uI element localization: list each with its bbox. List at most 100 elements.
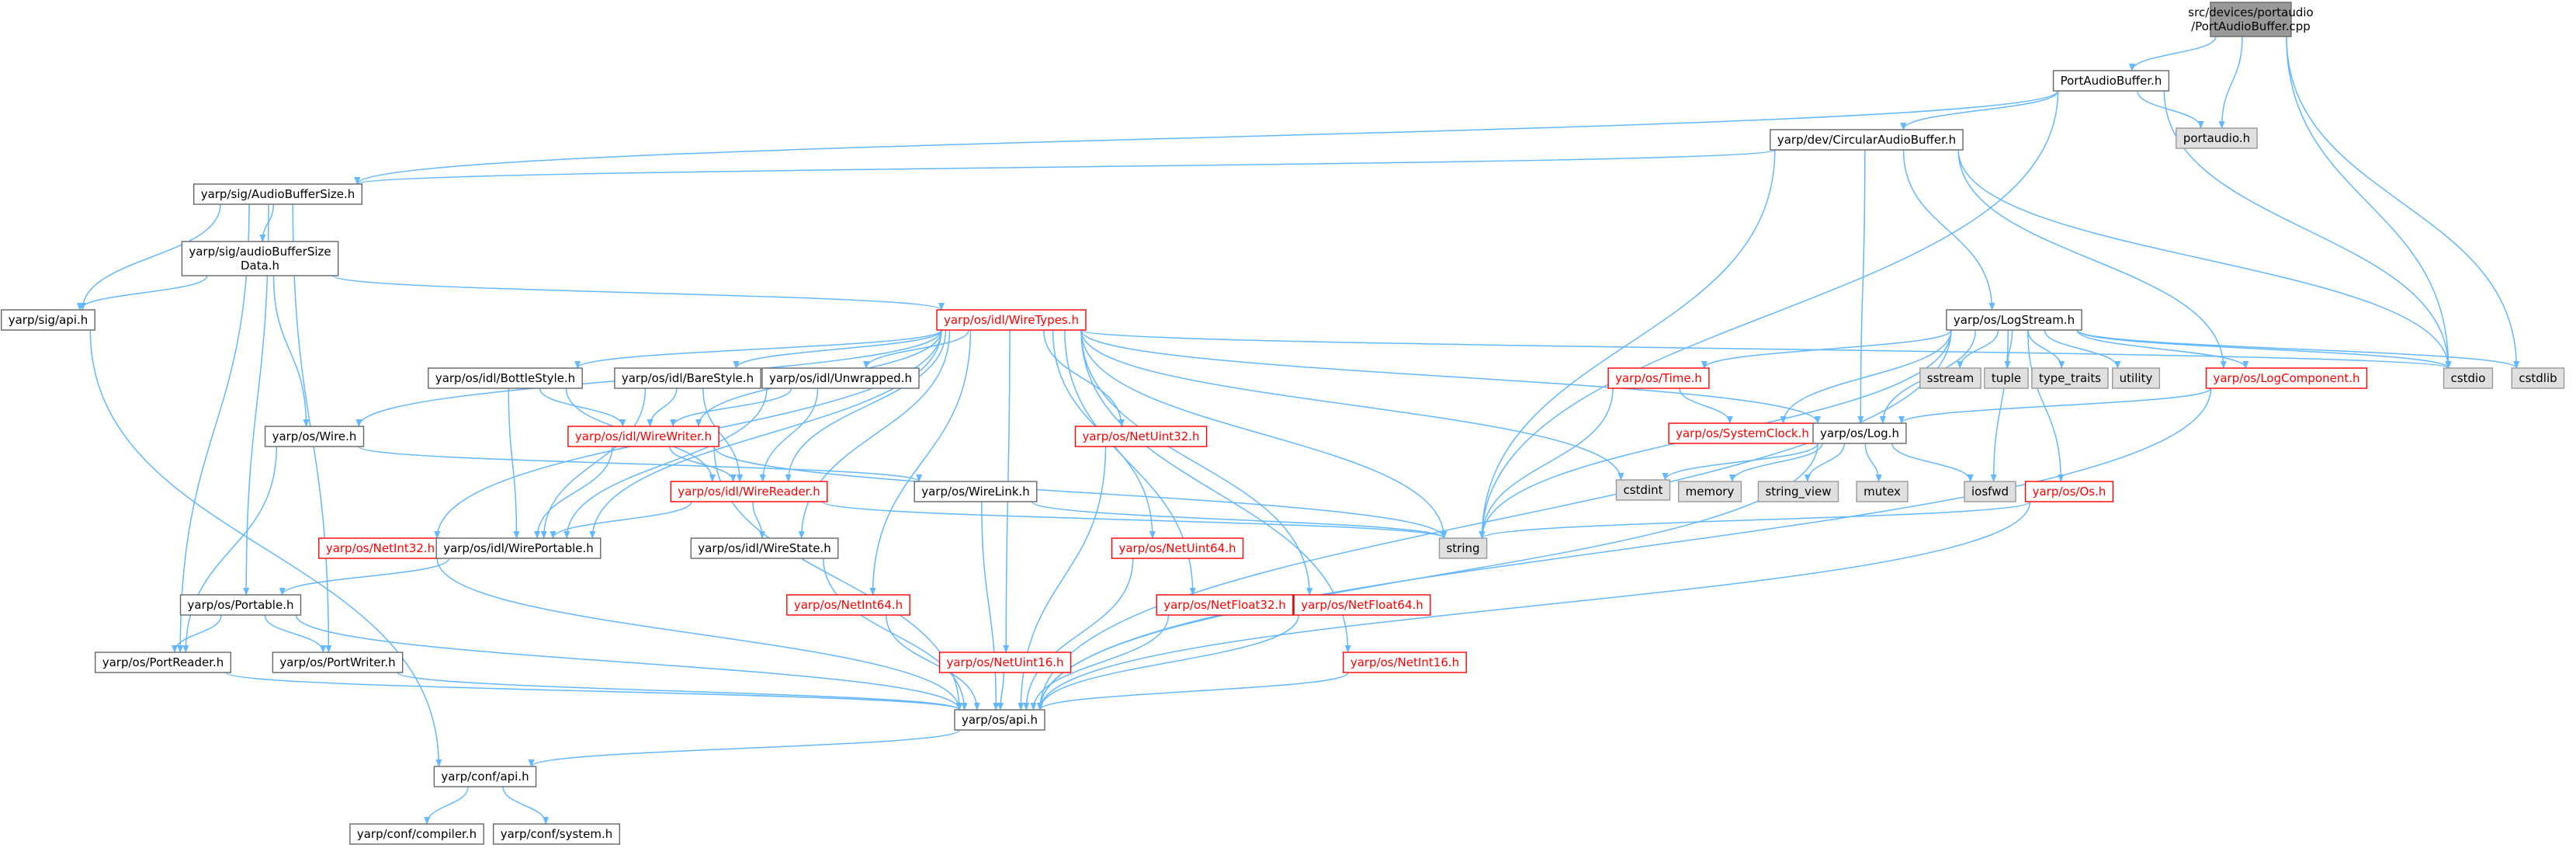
node-box	[1946, 309, 2082, 331]
node-wirereader[interactable]: yarp/os/idl/WireReader.h	[670, 481, 828, 502]
node-box	[264, 426, 365, 447]
node-absize[interactable]: yarp/sig/AudioBufferSize.h	[192, 183, 363, 205]
node-label: yarp/os/Os.h	[2033, 485, 2106, 499]
node-pab[interactable]: PortAudioBuffer.h	[2052, 70, 2170, 92]
node-label: sstream	[1927, 371, 1974, 385]
node-portwriter[interactable]: yarp/os/PortWriter.h	[272, 652, 404, 673]
node-netuint64[interactable]: yarp/os/NetUint64.h	[1111, 537, 1244, 559]
node-sstream[interactable]: sstream	[1919, 367, 1981, 389]
edges-layer	[76, 36, 2520, 825]
node-box	[1770, 129, 1964, 151]
node-compiler[interactable]: yarp/conf/compiler.h	[349, 823, 484, 845]
node-portreader[interactable]: yarp/os/PortReader.h	[94, 652, 232, 673]
node-wirelink[interactable]: yarp/os/WireLink.h	[914, 481, 1038, 502]
node-cstdio[interactable]: cstdio	[2443, 367, 2494, 389]
node-string[interactable]: string	[1438, 537, 1488, 559]
node-label: yarp/os/Wire.h	[272, 429, 357, 443]
node-cstdlib[interactable]: cstdlib	[2511, 367, 2565, 389]
node-box	[1607, 367, 1710, 389]
node-portaudio[interactable]: portaudio.h	[2176, 127, 2258, 149]
node-unwrapped[interactable]: yarp/os/idl/Unwrapped.h	[761, 367, 920, 389]
node-netfloat32[interactable]: yarp/os/NetFloat32.h	[1156, 594, 1294, 616]
node-wireportable[interactable]: yarp/os/idl/WirePortable.h	[435, 537, 602, 559]
edge-circ-to-log	[1857, 149, 1866, 424]
edge-wire-to-portreader	[182, 446, 278, 653]
node-utility[interactable]: utility	[2111, 367, 2161, 389]
node-time[interactable]: yarp/os/Time.h	[1607, 367, 1710, 389]
node-confapi[interactable]: yarp/conf/api.h	[433, 766, 537, 787]
node-box	[670, 481, 828, 502]
node-iosfwd[interactable]: iosfwd	[1964, 481, 2016, 502]
edge-unwrapped-to-wireportable	[563, 388, 768, 539]
node-netint32[interactable]: yarp/os/NetInt32.h	[318, 537, 442, 559]
edge-portable-to-osapi	[295, 614, 962, 711]
node-circ[interactable]: yarp/dev/CircularAudioBuffer.h	[1770, 129, 1964, 151]
edge-netint16-to-osapi	[1037, 672, 1349, 711]
edge-netuint16-to-osapi	[997, 672, 1005, 711]
edge-netfloat64-to-osapi	[1037, 614, 1299, 711]
node-label: Data.h	[241, 259, 279, 273]
node-box	[938, 652, 1072, 673]
node-box	[272, 652, 404, 673]
node-box	[1757, 481, 1839, 502]
node-portable[interactable]: yarp/os/Portable.h	[179, 594, 302, 616]
node-tuple[interactable]: tuple	[1984, 367, 2029, 389]
node-netint16[interactable]: yarp/os/NetInt16.h	[1343, 652, 1467, 673]
node-box	[2210, 2, 2292, 37]
node-label: yarp/os/idl/WireWriter.h	[575, 429, 712, 443]
node-label: utility	[2120, 371, 2153, 385]
edge-circ-to-logcomp	[1957, 149, 2227, 369]
node-box	[2052, 70, 2170, 92]
node-box	[2205, 367, 2368, 389]
edge-root-to-portaudio	[2218, 36, 2243, 129]
node-label: yarp/os/Time.h	[1615, 371, 1702, 385]
node-wirestate[interactable]: yarp/os/idl/WireState.h	[690, 537, 839, 559]
node-wiretypes[interactable]: yarp/os/idl/WireTypes.h	[936, 309, 1087, 331]
edge-log-to-cstdint	[1662, 443, 1818, 481]
edge-pab-to-absize	[354, 90, 2059, 185]
node-label: iosfwd	[1971, 485, 2009, 499]
node-bottlestyle[interactable]: yarp/os/idl/BottleStyle.h	[428, 367, 583, 389]
node-type-traits[interactable]: type_traits	[2031, 367, 2109, 389]
node-label: yarp/sig/audioBufferSize	[189, 245, 331, 259]
node-string-view[interactable]: string_view	[1757, 481, 1839, 502]
node-box	[614, 367, 761, 389]
node-os[interactable]: yarp/os/Os.h	[2024, 481, 2114, 502]
node-sysclock[interactable]: yarp/os/SystemClock.h	[1668, 422, 1817, 444]
node-netuint32[interactable]: yarp/os/NetUint32.h	[1074, 426, 1208, 447]
node-label: yarp/os/idl/WireTypes.h	[944, 313, 1079, 327]
node-box	[690, 537, 839, 559]
edge-unwrapped-to-wirewriter	[670, 388, 792, 427]
node-wire[interactable]: yarp/os/Wire.h	[264, 426, 365, 447]
node-memory[interactable]: memory	[1677, 481, 1742, 502]
edge-wirereader-to-string	[822, 501, 1447, 539]
node-netuint16[interactable]: yarp/os/NetUint16.h	[938, 652, 1072, 673]
node-netfloat64[interactable]: yarp/os/NetFloat64.h	[1293, 594, 1431, 616]
node-logstream[interactable]: yarp/os/LogStream.h	[1946, 309, 2082, 331]
node-barestyle[interactable]: yarp/os/idl/BareStyle.h	[614, 367, 761, 389]
edge-wirereader-to-wirestate	[752, 501, 765, 539]
node-label: cstdint	[1623, 483, 1662, 497]
node-root[interactable]: src/devices/portaudio/PortAudioBuffer.cp…	[2188, 2, 2314, 37]
node-osapi[interactable]: yarp/os/api.h	[954, 709, 1045, 731]
edge-wirelink-to-osapi	[981, 501, 1000, 711]
node-logcomp[interactable]: yarp/os/LogComponent.h	[2205, 367, 2368, 389]
edge-wiretypes-to-bottlestyle	[574, 329, 942, 369]
node-system[interactable]: yarp/conf/system.h	[493, 823, 621, 845]
node-netint64[interactable]: yarp/os/NetInt64.h	[786, 594, 910, 616]
edge-absdata-to-wire	[272, 275, 310, 427]
node-cstdint[interactable]: cstdint	[1615, 479, 1671, 501]
edge-wiretypes-to-string	[1080, 329, 1447, 539]
node-sigapi[interactable]: yarp/sig/api.h	[1, 309, 95, 331]
node-label: yarp/os/LogComponent.h	[2213, 371, 2359, 385]
node-label: PortAudioBuffer.h	[2061, 74, 2162, 88]
node-box	[761, 367, 920, 389]
node-wirewriter[interactable]: yarp/os/idl/WireWriter.h	[567, 426, 719, 447]
node-label: yarp/os/api.h	[962, 713, 1038, 727]
node-log[interactable]: yarp/os/Log.h	[1812, 422, 1907, 444]
edge-circ-to-cstdio	[1957, 149, 2452, 369]
edge-logstream-to-cstdlib	[2076, 329, 2520, 369]
node-mutex[interactable]: mutex	[1856, 481, 1909, 502]
